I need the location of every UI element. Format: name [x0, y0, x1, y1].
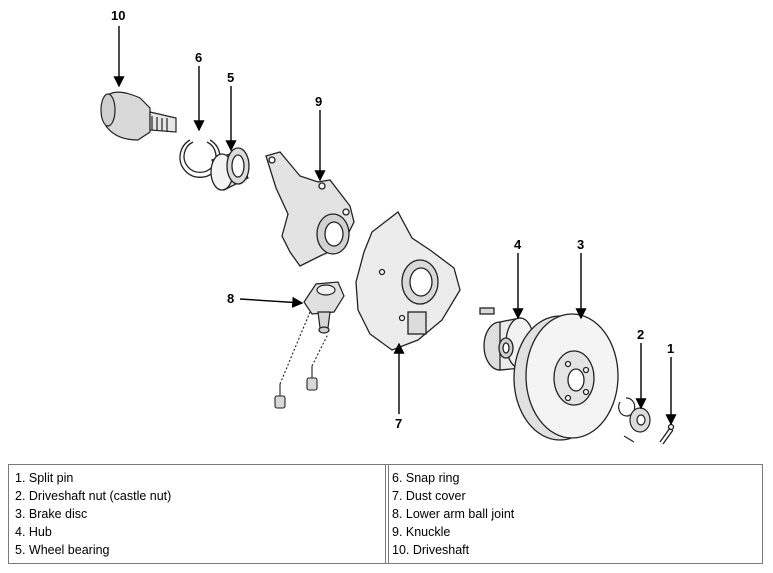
- legend-item: 6. Snap ring: [392, 471, 460, 485]
- wheel-bearing-part: [210, 147, 250, 191]
- ball-joint-bolts: [274, 311, 329, 409]
- legend-item: 10. Driveshaft: [392, 543, 470, 557]
- callout-3: 3: [577, 237, 584, 252]
- legend-item: 8. Lower arm ball joint: [392, 507, 515, 521]
- driveshaft-part: [100, 91, 177, 141]
- legend-item: 1. Split pin: [15, 471, 74, 485]
- legend-item: 5. Wheel bearing: [15, 543, 110, 557]
- callout-5: 5: [227, 70, 234, 85]
- leader-lines: [113, 26, 677, 426]
- callout-10: 10: [111, 8, 125, 23]
- split-pin-part: [659, 423, 675, 445]
- brake-disc-part: [513, 313, 619, 441]
- legend-column-right: 6. Snap ring 7. Dust cover 8. Lower arm …: [386, 465, 762, 563]
- legend-item: 9. Knuckle: [392, 525, 451, 539]
- callout-1: 1: [667, 341, 674, 356]
- castle-nut-part: [623, 407, 651, 443]
- callout-9: 9: [315, 94, 322, 109]
- callout-7: 7: [395, 416, 402, 431]
- parts-legend-table: 1. Split pin 2. Driveshaft nut (castle n…: [8, 464, 763, 564]
- dust-cover-part: [355, 211, 461, 351]
- legend-column-left: 1. Split pin 2. Driveshaft nut (castle n…: [9, 465, 386, 563]
- legend-item: 4. Hub: [15, 525, 52, 539]
- legend-item: 2. Driveshaft nut (castle nut): [15, 489, 172, 503]
- callout-4: 4: [514, 237, 522, 252]
- legend-item: 3. Brake disc: [15, 507, 88, 521]
- ball-joint-part: [303, 281, 345, 334]
- callout-8: 8: [227, 291, 234, 306]
- snap-ring-part: [179, 139, 221, 178]
- legend-item: 7. Dust cover: [392, 489, 466, 503]
- exploded-diagram: 10 6 5 9 8 7 4 3 2 1: [100, 8, 677, 445]
- callout-2: 2: [637, 327, 644, 342]
- callout-6: 6: [195, 50, 202, 65]
- knuckle-part: [265, 151, 355, 267]
